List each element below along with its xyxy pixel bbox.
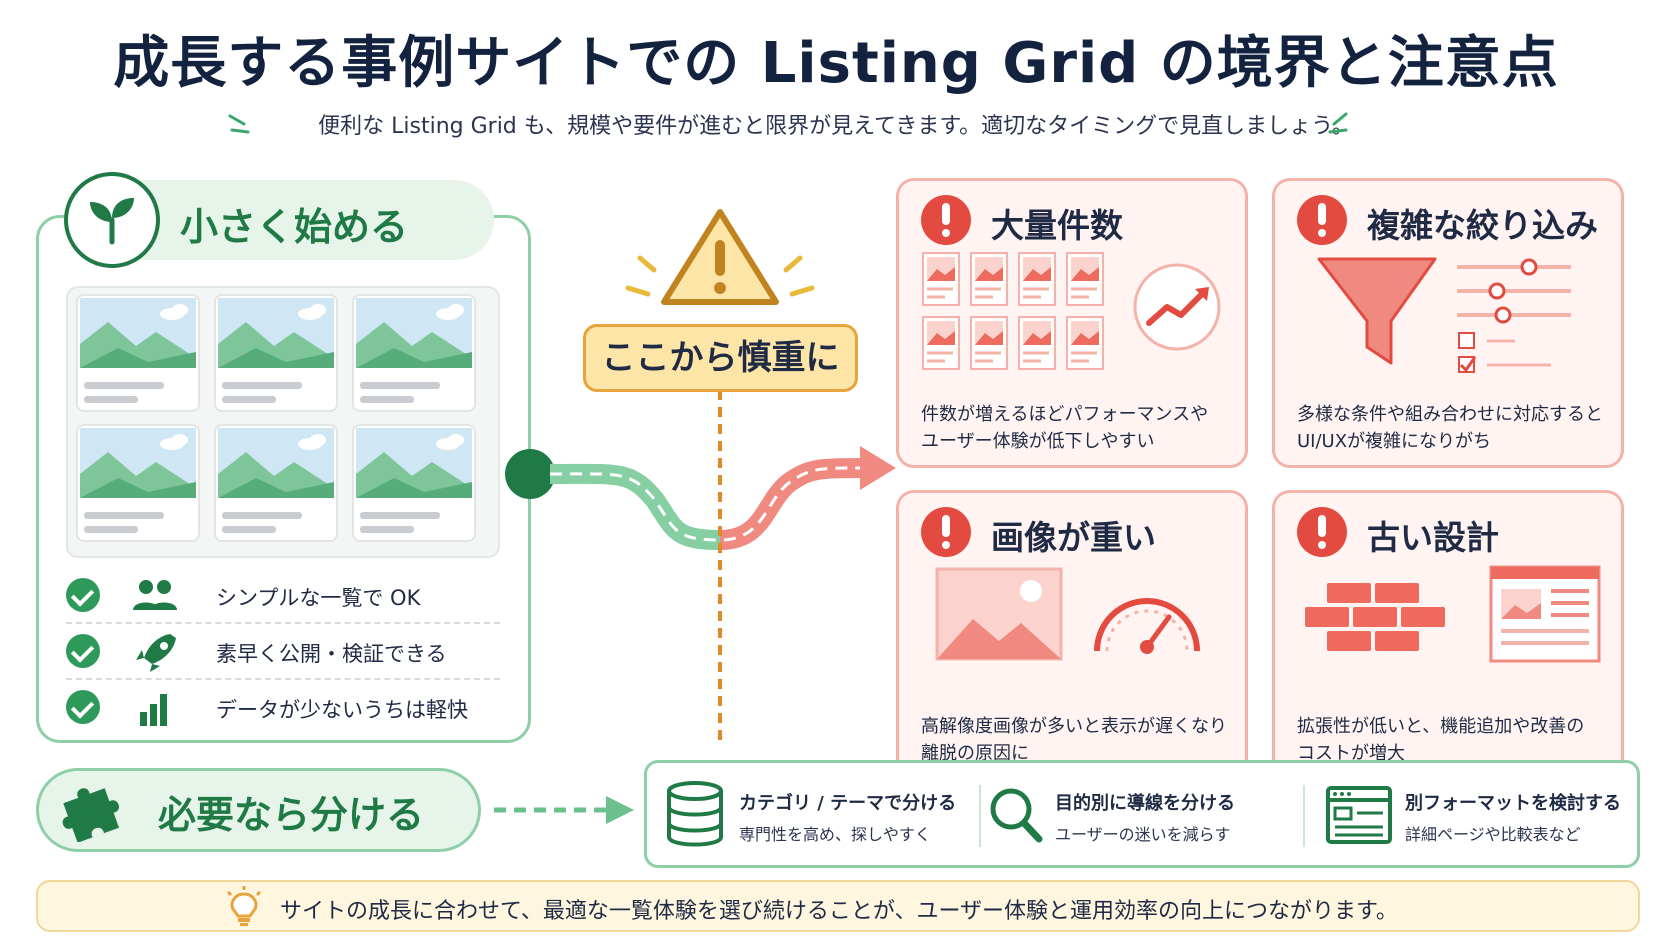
listing-card: [76, 294, 200, 412]
thumbnail: [970, 252, 1008, 306]
card-text-placeholder: [360, 526, 414, 533]
option-title: 別フォーマットを検討する: [1405, 793, 1621, 814]
thumbnail: [1066, 316, 1104, 370]
card-text-placeholder: [222, 382, 302, 389]
card-text-placeholder: [84, 396, 138, 403]
split-options: カテゴリ / テーマで分ける 専門性を高め、探しやすく 目的別に導線を分ける ユ…: [644, 760, 1640, 868]
risk-title: 複雑な絞り込み: [1367, 206, 1598, 245]
risk-title: 古い設計: [1367, 518, 1499, 557]
page-subtitle: 便利な Listing Grid も、規模や要件が進むと限界が見えてきます。適切…: [318, 114, 1354, 139]
feature-label: 素早く公開・検証できる: [216, 642, 447, 666]
thumbnail: [922, 316, 960, 370]
listing-card: [214, 294, 338, 412]
risk-desc: 件数が増えるほどパフォーマンスやユーザー体験が低下しやすい: [921, 404, 1209, 452]
risk-card-volume: 大量件数 件数が増えるほどパフォーマンスやユーザー体験が低下しやすい: [896, 178, 1248, 468]
option-divider: [1303, 785, 1305, 847]
landscape-image-icon: [80, 298, 196, 368]
check-icon: [66, 690, 100, 724]
split-title: 必要なら分ける: [158, 793, 425, 837]
risk-title: 大量件数: [991, 206, 1123, 245]
check-icon: [66, 634, 100, 668]
thumbnail-grid-icon: [922, 252, 1221, 370]
bar-chart-icon: [140, 694, 167, 726]
option-purpose: 目的別に導線を分ける ユーザーの迷いを減らす: [987, 763, 1307, 865]
spark-right-icon: [1328, 112, 1348, 134]
alert-icon: [1297, 195, 1347, 245]
arrow-right-icon: [494, 796, 634, 824]
card-text-placeholder: [360, 512, 440, 519]
thumbnail: [1018, 252, 1056, 306]
card-text-placeholder: [360, 396, 414, 403]
thumbnail: [1018, 316, 1056, 370]
card-text-placeholder: [222, 396, 276, 403]
alert-icon: [1297, 507, 1347, 557]
spark-left-icon: [228, 114, 250, 134]
growth-path: [505, 390, 896, 740]
listing-card: [214, 424, 338, 542]
thumbnail: [922, 252, 960, 306]
thumbnail: [970, 316, 1008, 370]
start-small-title: 小さく始める: [180, 205, 409, 249]
rocket-icon: [136, 634, 176, 672]
card-text-placeholder: [84, 512, 164, 519]
layout-icon: [1326, 786, 1392, 844]
card-text-placeholder: [222, 512, 302, 519]
alert-icon: [921, 507, 971, 557]
option-title: 目的別に導線を分ける: [1055, 793, 1235, 814]
card-text-placeholder: [84, 526, 138, 533]
option-title: カテゴリ / テーマで分ける: [739, 793, 957, 814]
option-sub: 詳細ページや比較表など: [1405, 825, 1581, 844]
option-divider: [979, 785, 981, 847]
puzzle-icon: [62, 788, 120, 842]
brick-wall-icon: [1305, 565, 1601, 663]
risk-desc: 拡張性が低いと、機能追加や改善のコストが増大: [1297, 716, 1585, 764]
landscape-image-icon: [356, 428, 472, 498]
feature-row: シンプルな一覧で OK: [66, 568, 500, 624]
feature-label: データが少ないうちは軽快: [216, 698, 468, 722]
footer-banner: [36, 880, 1640, 932]
card-text-placeholder: [222, 526, 276, 533]
risk-desc: 高解像度画像が多いと表示が遅くなり離脱の原因に: [921, 716, 1227, 764]
feature-row: データが少ないうちは軽快: [66, 680, 500, 736]
alert-icon: [921, 195, 971, 245]
landscape-image-icon: [218, 298, 334, 368]
funnel-icon: [1317, 257, 1571, 373]
listing-card: [352, 424, 476, 542]
feature-label: シンプルな一覧で OK: [216, 586, 421, 610]
search-icon: [990, 788, 1043, 843]
lightbulb-icon: [226, 886, 262, 926]
option-category: カテゴリ / テーマで分ける 専門性を高め、探しやすく: [647, 763, 977, 865]
thumbnail: [1066, 252, 1104, 306]
risk-title: 画像が重い: [991, 518, 1156, 557]
sprout-badge: [64, 172, 160, 268]
page-title: 成長する事例サイトでの Listing Grid の境界と注意点: [113, 31, 1559, 96]
database-icon: [667, 781, 723, 847]
check-icon: [66, 578, 100, 612]
sprout-icon: [90, 198, 134, 245]
landscape-image-icon: [80, 428, 196, 498]
warning-icon: [625, 209, 815, 305]
option-sub: ユーザーの迷いを減らす: [1055, 825, 1231, 844]
landscape-image-icon: [218, 428, 334, 498]
option-format: 別フォーマットを検討する 詳細ページや比較表など: [1311, 763, 1639, 865]
landscape-image-icon: [356, 298, 472, 368]
feature-row: 素早く公開・検証できる: [66, 624, 500, 680]
footer-text: サイトの成長に合わせて、最適な一覧体験を選び続けることが、ユーザー体験と運用効率…: [280, 899, 1398, 924]
caution-label: ここから慎重に: [583, 324, 858, 392]
card-text-placeholder: [360, 382, 440, 389]
users-icon: [133, 580, 177, 610]
card-text-placeholder: [84, 382, 164, 389]
image-speed-icon: [935, 567, 1200, 661]
risk-card-legacy-design: 古い設計 拡張性が低いと、機能追加や改善のコストが増大: [1272, 490, 1624, 780]
risk-card-heavy-images: 画像が重い 高解像度画像が多いと表示が遅くなり離脱の原因に: [896, 490, 1248, 780]
listing-card: [76, 424, 200, 542]
option-sub: 専門性を高め、探しやすく: [739, 825, 931, 844]
listing-card: [352, 294, 476, 412]
